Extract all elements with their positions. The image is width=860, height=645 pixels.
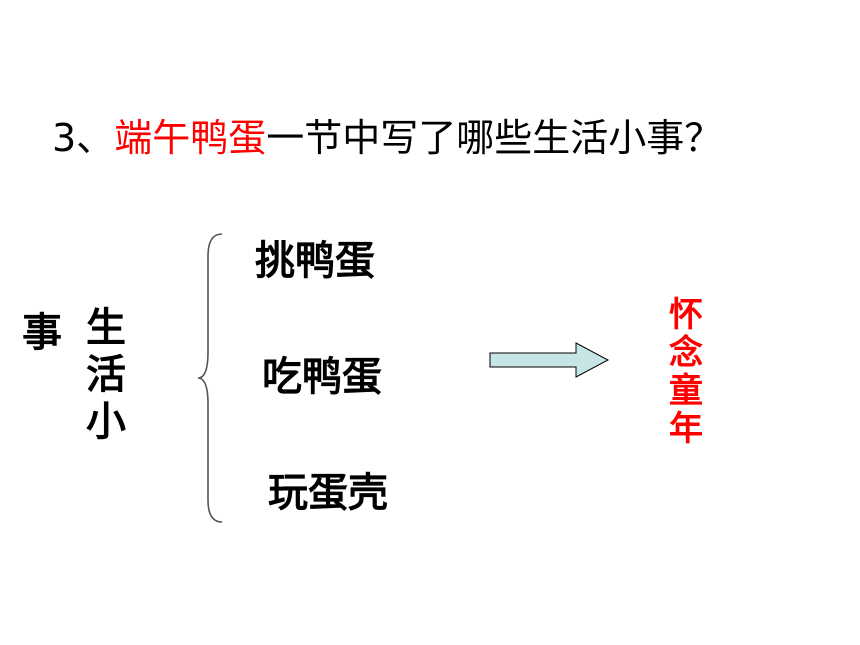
curly-brace: [197, 233, 223, 523]
result-char-3: 童: [669, 371, 703, 411]
result-char-4: 年: [669, 409, 703, 449]
question-highlight: 端午鸭蛋: [114, 116, 267, 160]
question-text: 3、端午鸭蛋一节中写了哪些生活小事？: [52, 112, 722, 164]
label-char-3: 小: [86, 399, 126, 445]
right-arrow-icon: [489, 342, 610, 378]
label-char-1: 生: [86, 305, 126, 351]
label-char-2: 活: [86, 352, 126, 398]
item-pick-duck-egg: 挑鸭蛋: [255, 238, 375, 284]
result-vertical: 怀 念 童 年: [664, 296, 708, 448]
result-char-2: 念: [669, 333, 703, 373]
item-play-eggshell: 玩蛋壳: [268, 470, 388, 516]
question-rest: 一节中写了哪些生活小事？: [266, 116, 723, 160]
label-shi: 事: [22, 310, 62, 356]
result-char-1: 怀: [669, 295, 703, 335]
label-vertical: 生 活 小: [86, 305, 130, 446]
item-eat-duck-egg: 吃鸭蛋: [262, 354, 382, 400]
question-number: 3、: [52, 116, 115, 160]
